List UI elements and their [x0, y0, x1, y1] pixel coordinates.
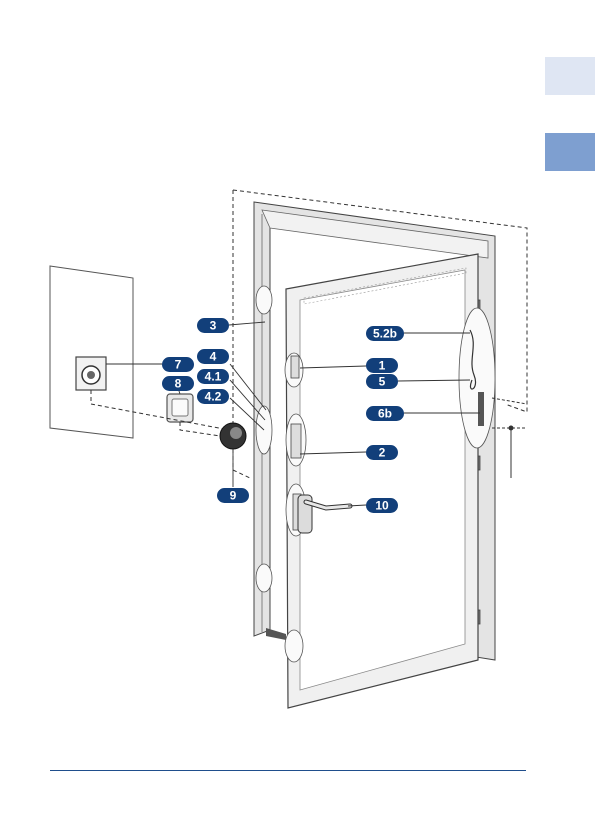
wall-button-device [167, 394, 193, 422]
callout-5-2b: 5.2b [366, 326, 404, 341]
svg-text:4: 4 [210, 350, 217, 364]
callout-6b: 6b [366, 406, 404, 421]
svg-text:4.1: 4.1 [205, 370, 222, 384]
svg-text:6b: 6b [378, 407, 392, 421]
svg-text:2: 2 [379, 446, 386, 460]
svg-text:4.2: 4.2 [205, 390, 222, 404]
callout-7: 7 [162, 357, 194, 372]
callout-1: 1 [366, 358, 398, 373]
svg-text:8: 8 [175, 377, 182, 391]
svg-text:1: 1 [379, 359, 386, 373]
callout-4: 4 [197, 349, 229, 364]
svg-text:5.2b: 5.2b [373, 327, 397, 341]
footer-divider [50, 770, 526, 771]
callout-4-1: 4.1 [197, 369, 229, 384]
svg-text:9: 9 [230, 489, 237, 503]
svg-text:5: 5 [379, 375, 386, 389]
svg-text:10: 10 [375, 499, 389, 513]
wall-reader-device [76, 357, 106, 390]
svg-text:3: 3 [210, 319, 217, 333]
callout-3: 3 [197, 318, 229, 333]
control-unit [220, 423, 246, 449]
callout-2: 2 [366, 445, 398, 460]
door-leaf [286, 254, 478, 708]
callout-4-2: 4.2 [197, 389, 229, 404]
callout-5: 5 [366, 374, 398, 389]
svg-text:7: 7 [175, 358, 182, 372]
callout-8: 8 [162, 376, 194, 391]
callout-10: 10 [366, 498, 398, 513]
wall-panel [50, 266, 133, 438]
callout-9: 9 [217, 488, 249, 503]
